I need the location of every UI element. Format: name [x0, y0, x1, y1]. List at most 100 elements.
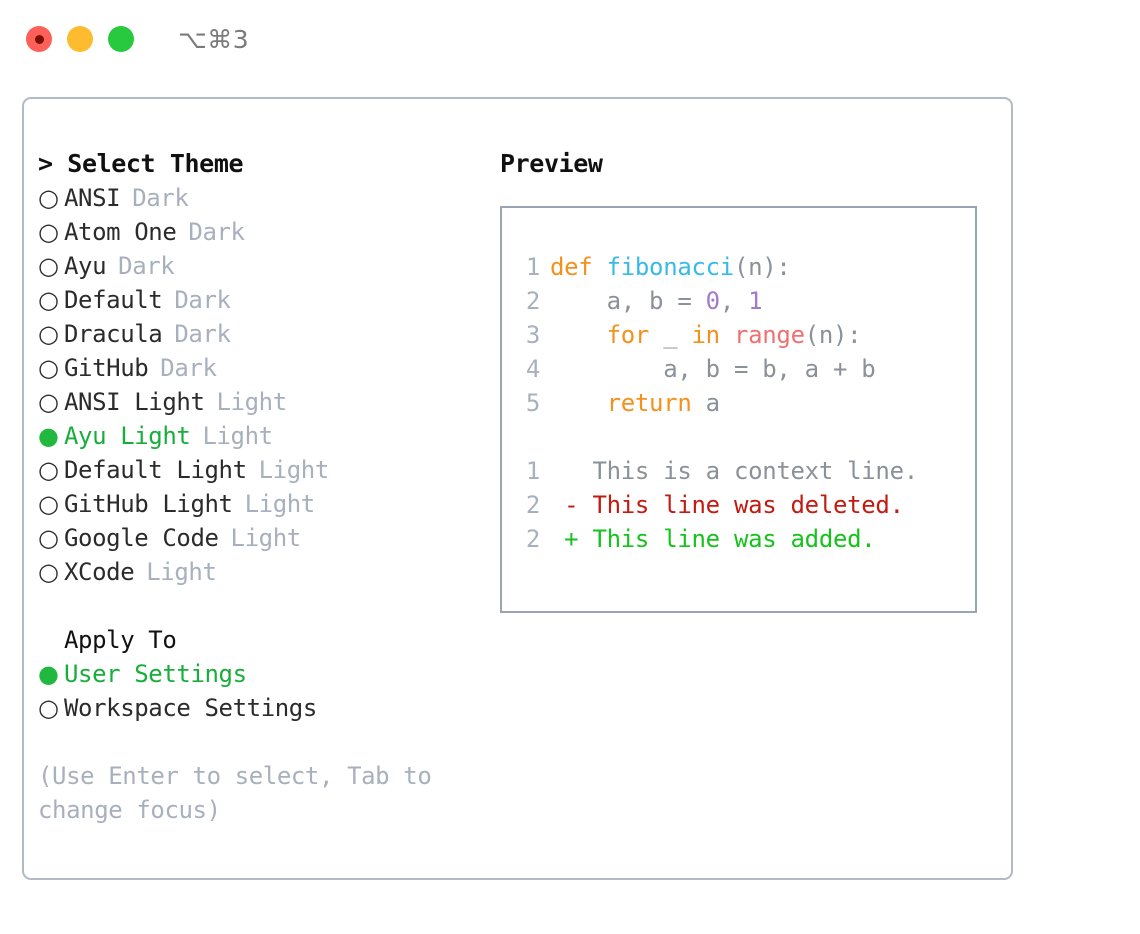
token-ctx: This is a context line. [550, 457, 918, 485]
select-theme-header: > Select Theme [38, 149, 244, 178]
token-kw: def [550, 253, 607, 281]
theme-variant-label: Light [146, 558, 217, 586]
theme-item[interactable]: ○ANSI Light Light [38, 385, 490, 419]
theme-variant-label: Light [244, 490, 316, 518]
apply-to-header: Apply To [64, 626, 177, 654]
window-titlebar: ⌥⌘3 [0, 0, 1140, 78]
line-number: 1 [525, 457, 540, 485]
minimize-button[interactable] [67, 26, 93, 52]
code-line: 4 a, b = b, a + b [502, 352, 975, 386]
theme-variant-label: Light [216, 388, 288, 416]
theme-variant-label: Dark [118, 252, 175, 280]
keyboard-hint: (Use Enter to select, Tab to change focu… [38, 762, 432, 824]
radio-unselected-icon: ○ [38, 456, 59, 484]
preview-header: Preview [500, 149, 603, 178]
shortcut-label: ⌥⌘3 [178, 24, 250, 54]
radio-unselected-icon: ○ [38, 354, 59, 382]
token-pln: (n): [733, 253, 791, 281]
radio-selected-icon: ● [38, 422, 59, 450]
recording-dot-icon [34, 34, 44, 44]
token-pln: a, b = b, a + b [550, 355, 876, 383]
token-bi: range [733, 321, 805, 349]
token-add: + This line was added. [550, 525, 876, 553]
token-kw: in [691, 321, 721, 349]
token-pln: (n): [804, 321, 862, 349]
token-del: - This line was deleted. [550, 491, 904, 519]
theme-variant-label: Dark [188, 218, 245, 246]
apply-to-item[interactable]: ○Workspace Settings [38, 691, 490, 725]
code-line: 2 a, b = 0, 1 [502, 284, 975, 318]
theme-label: ANSI Light [64, 388, 205, 416]
theme-label: GitHub [64, 354, 149, 382]
theme-label: Default Light [64, 456, 247, 484]
theme-label: GitHub Light [64, 490, 233, 518]
theme-label: Ayu Light [64, 422, 191, 450]
line-number: 2 [525, 287, 540, 315]
token-pln [720, 321, 734, 349]
token-pln: , [719, 287, 749, 315]
theme-item[interactable]: ○Atom One Dark [38, 215, 490, 249]
theme-label: XCode [64, 558, 135, 586]
code-text: - This line was deleted. [550, 488, 904, 522]
radio-unselected-icon: ○ [38, 218, 59, 246]
diff-sample: 1 This is a context line.2 - This line w… [502, 454, 975, 556]
token-pln: a [691, 389, 720, 417]
diff-line: 2 + This line was added. [502, 522, 975, 556]
radio-unselected-icon: ○ [38, 184, 59, 212]
zoom-button[interactable] [108, 26, 134, 52]
line-number: 2 [525, 525, 540, 553]
code-text: a, b = b, a + b [550, 352, 876, 386]
theme-label: ANSI [64, 184, 121, 212]
theme-label: Default [64, 286, 163, 314]
apply-to-item[interactable]: ●User Settings [38, 657, 490, 691]
radio-selected-icon: ● [38, 660, 59, 688]
theme-variant-label: Dark [132, 184, 189, 212]
apply-to-label: User Settings [64, 660, 247, 688]
radio-unselected-icon: ○ [38, 558, 59, 586]
token-fn: fibonacci [606, 253, 735, 281]
theme-item[interactable]: ○GitHub Light Light [38, 487, 490, 521]
diff-line: 2 - This line was deleted. [502, 488, 975, 522]
theme-item[interactable]: ○ANSI Dark [38, 181, 490, 215]
token-kw: return [606, 389, 692, 417]
token-pln [550, 321, 607, 349]
token-pln: a, b = [550, 287, 706, 315]
close-button[interactable] [26, 26, 52, 52]
radio-unselected-icon: ○ [38, 388, 59, 416]
code-spacer [502, 420, 975, 454]
radio-unselected-icon: ○ [38, 490, 59, 518]
theme-variant-label: Dark [160, 354, 217, 382]
token-pln: _ [649, 321, 692, 349]
line-number: 4 [525, 355, 540, 383]
apply-to-label: Workspace Settings [64, 694, 317, 722]
theme-item[interactable]: ○GitHub Dark [38, 351, 490, 385]
line-number: 3 [525, 321, 540, 349]
diff-line: 1 This is a context line. [502, 454, 975, 488]
theme-variant-label: Dark [174, 320, 231, 348]
code-text: def fibonacci(n): [550, 250, 791, 284]
code-text: This is a context line. [550, 454, 918, 488]
code-text: + This line was added. [550, 522, 876, 556]
token-kw: for [606, 321, 650, 349]
theme-item[interactable]: ●Ayu Light Light [38, 419, 490, 453]
theme-item[interactable]: ○XCode Light [38, 555, 490, 589]
radio-unselected-icon: ○ [38, 252, 59, 280]
theme-label: Atom One [64, 218, 177, 246]
token-pln [550, 389, 607, 417]
window-controls [26, 26, 134, 52]
theme-variant-label: Light [202, 422, 273, 450]
radio-unselected-icon: ○ [38, 286, 59, 314]
line-number: 2 [525, 491, 540, 519]
code-line: 5 return a [502, 386, 975, 420]
theme-variant-label: Light [230, 524, 302, 552]
